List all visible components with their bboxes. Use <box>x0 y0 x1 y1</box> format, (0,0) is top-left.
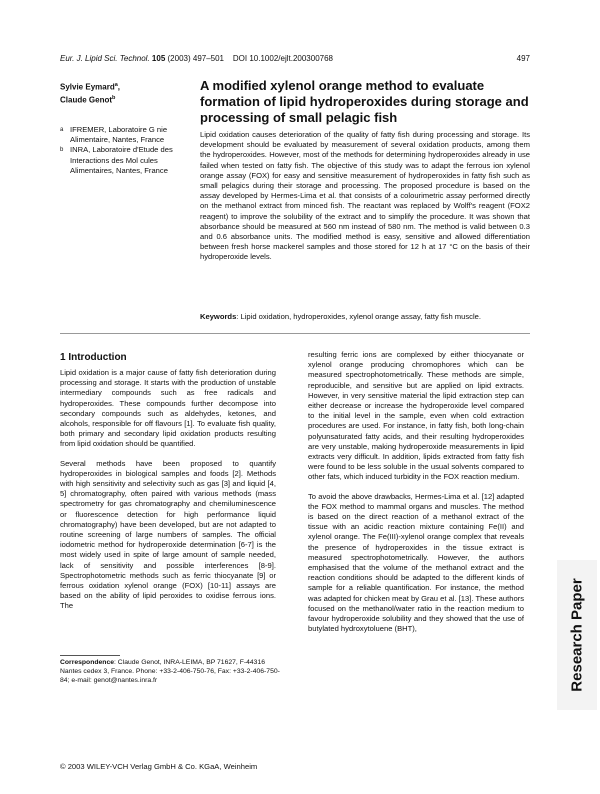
section-heading: 1 Introduction <box>60 352 127 363</box>
paragraph: Several methods have been proposed to qu… <box>60 458 276 611</box>
column-left: Lipid oxidation is a major cause of fatt… <box>60 368 276 621</box>
journal-name: Eur. J. Lipid Sci. Technol. <box>60 54 150 63</box>
page-number: 497 <box>516 54 530 63</box>
column-right: resulting ferric ions are complexed by e… <box>308 350 524 643</box>
paragraph: Lipid oxidation is a major cause of fatt… <box>60 368 276 449</box>
abstract: Lipid oxidation causes deterioration of … <box>200 130 530 262</box>
author-name: Claude Genot <box>60 95 113 105</box>
keywords: Keywords: Lipid oxidation, hydroperoxide… <box>200 312 481 321</box>
side-label: Research Paper <box>568 578 586 692</box>
paragraph: To avoid the above drawbacks, Hermes-Lim… <box>308 491 524 634</box>
volume: 105 <box>151 54 166 63</box>
doi: DOI 10.1002/ejlt.200300768 <box>232 54 333 63</box>
paragraph: resulting ferric ions are complexed by e… <box>308 350 524 482</box>
footnote-rule <box>60 655 120 656</box>
correspondence-footnote: Correspondence: Claude Genot, INRA-LEIMA… <box>60 659 280 684</box>
year-pages: (2003) 497–501 <box>167 54 225 63</box>
paper-title: A modified xylenol orange method to eval… <box>200 78 529 125</box>
author-name: Sylvie Eymard <box>60 82 115 92</box>
copyright: © 2003 WILEY-VCH Verlag GmbH & Co. KGaA,… <box>60 762 258 771</box>
author-list: Sylvie Eymarda, Claude Genotb <box>60 82 120 105</box>
divider <box>60 333 530 334</box>
side-tab: Research Paper <box>557 560 597 710</box>
